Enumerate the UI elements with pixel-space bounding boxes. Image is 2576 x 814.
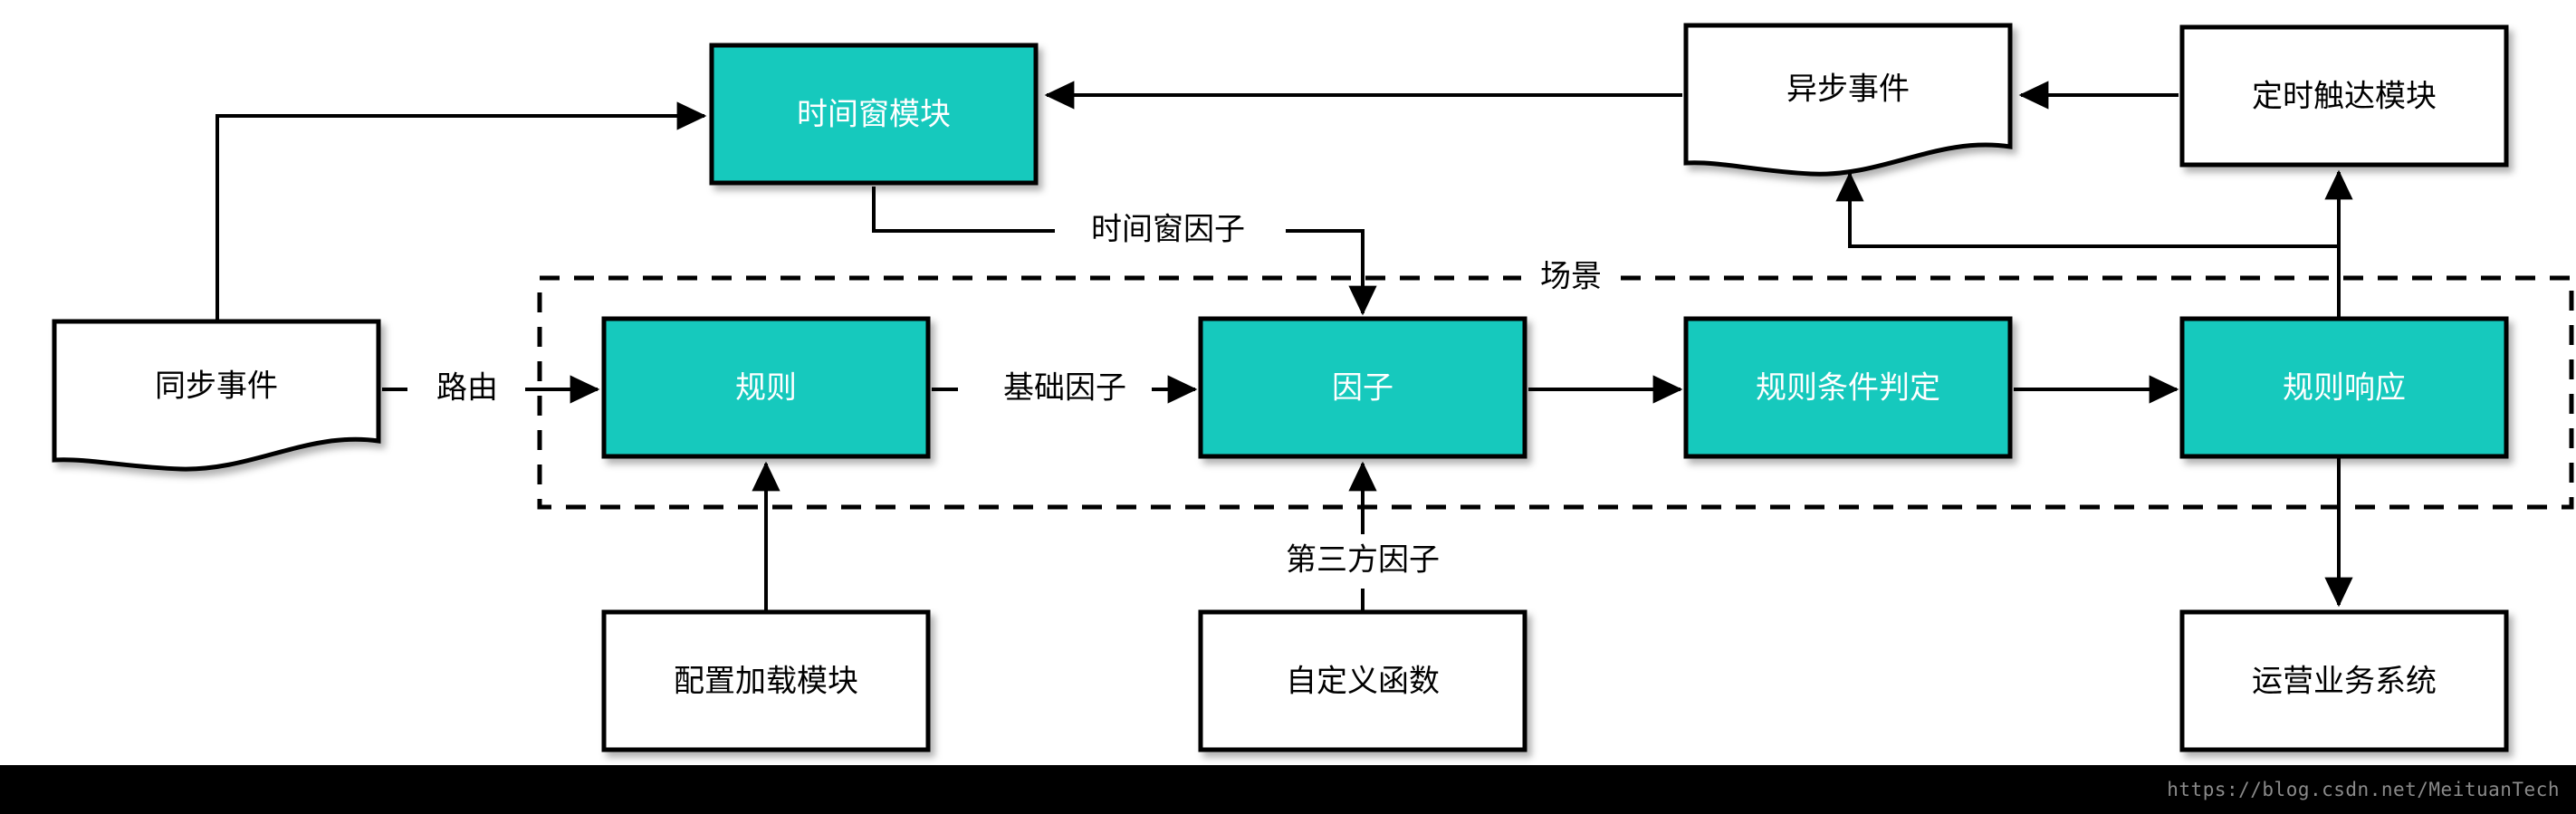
node-rule-condition-judgment-shape: [1683, 316, 2013, 459]
node-config-loading-module-label: 配置加载模块: [674, 664, 858, 700]
edge-label-basic-factor: 基础因子: [1003, 370, 1126, 407]
node-async-event-shape: [1683, 23, 2013, 177]
scenario-group: 场景: [537, 259, 2574, 510]
node-rule-response-shape: [2179, 316, 2509, 459]
edges-layer: 路由 基础因子 时间窗因子 第三方因子: [215, 81, 2353, 610]
node-operations-business-system[interactable]: [2179, 609, 2509, 752]
node-custom-function-label: 自定义函数: [1286, 664, 1440, 700]
node-rule-shape: [601, 316, 931, 459]
node-scheduled-reach-module-shape: [2179, 24, 2509, 168]
edge-time-window-stub: [872, 187, 1055, 233]
node-operations-business-system-label: 运营业务系统: [2252, 664, 2437, 700]
node-rule-condition-judgment-label: 规则条件判定: [1756, 370, 1940, 407]
scenario-group-border: [537, 275, 2574, 510]
edge-sync-event-to-time-window-module: [215, 101, 707, 322]
node-operations-business-system-shape: [2179, 609, 2509, 752]
node-factor[interactable]: [1198, 316, 1527, 459]
node-time-window-module[interactable]: [709, 43, 1039, 186]
node-rule-condition-judgment[interactable]: [1683, 316, 2013, 459]
node-async-event[interactable]: [1683, 23, 2013, 177]
node-factor-label: 因子: [1332, 370, 1393, 407]
node-async-event-label: 异步事件: [1786, 72, 1910, 108]
node-factor-shape: [1198, 316, 1527, 459]
edge-time-window-factor-to-factor: [1286, 229, 1377, 316]
node-config-loading-module-shape: [601, 609, 931, 752]
node-time-window-module-label: 时间窗模块: [797, 97, 951, 133]
edge-rule-response-to-async-event: [1835, 171, 2339, 248]
node-custom-function[interactable]: [1198, 609, 1527, 752]
node-custom-function-shape: [1198, 609, 1527, 752]
edge-label-third-party-factor: 第三方因子: [1286, 542, 1440, 579]
edge-label-route: 路由: [436, 370, 498, 407]
node-rule-response-label: 规则响应: [2283, 370, 2406, 407]
footer-bar: https://blog.csdn.net/MeituanTech: [0, 765, 2576, 814]
node-sync-event-label: 同步事件: [155, 369, 278, 405]
node-scheduled-reach-module[interactable]: [2179, 24, 2509, 168]
edge-label-time-window-factor: 时间窗因子: [1091, 212, 1245, 248]
node-rule-response[interactable]: [2179, 316, 2509, 459]
node-rule-label: 规则: [735, 370, 797, 407]
node-time-window-module-shape: [709, 43, 1039, 186]
node-scheduled-reach-module-label: 定时触达模块: [2252, 79, 2437, 115]
node-config-loading-module[interactable]: [601, 609, 931, 752]
watermark-text: https://blog.csdn.net/MeituanTech: [2167, 779, 2560, 800]
node-sync-event[interactable]: [52, 319, 381, 472]
scenario-group-label: 场景: [1540, 259, 1602, 295]
node-sync-event-shape: [52, 319, 381, 472]
node-rule[interactable]: [601, 316, 931, 459]
